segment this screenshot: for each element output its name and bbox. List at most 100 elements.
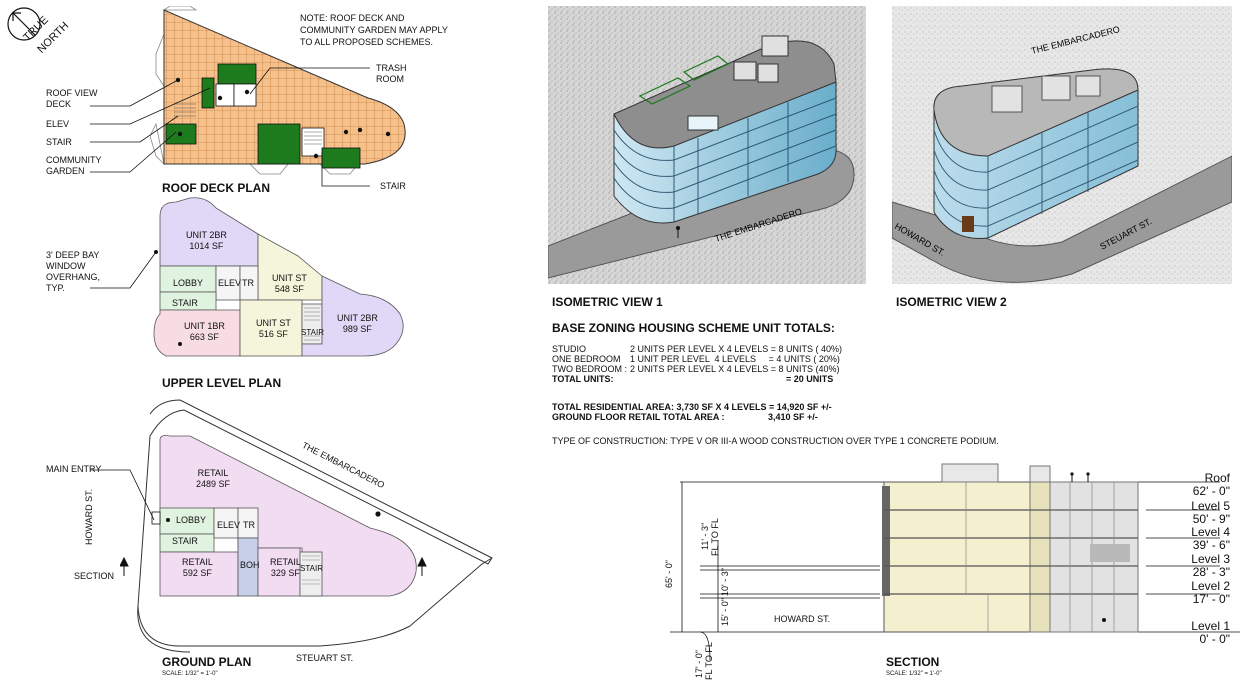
howard-street-label: HOWARD ST. (84, 488, 94, 545)
iso2-title: ISOMETRIC VIEW 2 (896, 295, 1007, 309)
upper-room-area: 1014 SF (189, 241, 224, 251)
residential-area: TOTAL RESIDENTIAL AREA: 3,730 SF X 4 LEV… (552, 402, 832, 412)
table-row: TOTAL UNITS: = 20 UNITS (552, 374, 842, 384)
ground-room-area: 329 SF (270, 568, 300, 578)
table-row: ONE BEDROOM 1 UNIT PER LEVEL 4 LEVELS = … (552, 354, 842, 364)
garden-label-2: GARDEN (46, 166, 85, 176)
roof-note-2: COMMUNITY GARDEN MAY APPLY (300, 25, 448, 35)
ground-plan-scale: SCALE: 1/32" = 1'-0" (162, 671, 218, 677)
trash-room-label-2: ROOM (376, 74, 404, 84)
ground-room-area: 592 SF (182, 568, 212, 578)
fl-to-fl-label: FL TO FL (710, 518, 720, 556)
roof-note-3: TO ALL PROPOSED SCHEMES. (300, 37, 434, 47)
level-elevation: 17' - 0" (1192, 592, 1230, 606)
trash-room-label-1: TRASH (376, 63, 407, 73)
ground-room-name: RETAIL (270, 557, 301, 567)
roof-stair-right-label: STAIR (380, 181, 406, 191)
level-name: Level 3 (1191, 552, 1230, 566)
ground-room-name: BOH (240, 560, 260, 570)
totals-table: STUDIO 2 UNITS PER LEVEL X 4 LEVELS = 8 … (552, 344, 842, 384)
section-drawing (670, 463, 1240, 661)
upper-room-area: 989 SF (342, 324, 372, 334)
upper-room-area: 516 SF (258, 329, 288, 339)
totals-label: ONE BEDROOM (552, 354, 621, 364)
level-elevation: 50' - 9" (1192, 512, 1230, 526)
ground-room-name: STAIR (300, 564, 323, 573)
iso1-title: ISOMETRIC VIEW 1 (552, 295, 663, 309)
iso1-render: THE EMBARCADERO (548, 6, 866, 284)
entry-leader (90, 469, 155, 521)
section-howard-label: HOWARD ST. (774, 614, 831, 624)
ground-room-name: STAIR (172, 536, 198, 546)
iso2-render: THE EMBARCADERO HOWARD ST. STEUART ST. (892, 6, 1232, 284)
upper-room-name: UNIT 2BR (337, 313, 378, 323)
roof-leaders (90, 67, 370, 187)
upper-room-name: UNIT 1BR (184, 321, 225, 331)
table-row: TWO BEDROOM : 2 UNITS PER LEVEL X 4 LEVE… (552, 364, 842, 374)
roof-deck-title: ROOF DECK PLAN (162, 181, 270, 195)
bay-label-2: WINDOW (46, 261, 86, 271)
totals-desc: 2 UNITS PER LEVEL X 4 LEVELS = 8 UNITS (… (630, 364, 840, 374)
upper-room-name: LOBBY (173, 278, 204, 288)
steuart-street-label: STEUART ST. (296, 653, 354, 663)
upper-room-name: STAIR (172, 298, 198, 308)
roof-elev-label: ELEV (46, 119, 70, 129)
upper-room-name: UNIT 2BR (186, 230, 227, 240)
level-elevation: 39' - 6" (1192, 538, 1230, 552)
dim-10-3: 10' - 3" (720, 568, 730, 596)
fl-to-fl-label-2: FL TO FL (704, 642, 714, 680)
upper-plan-drawing (153, 197, 404, 357)
level-elevation: 0' - 0" (1199, 632, 1230, 646)
ground-plan-drawing (120, 399, 493, 653)
main-entry-label: MAIN ENTRY (46, 464, 102, 474)
retail-area-label: GROUND FLOOR RETAIL TOTAL AREA : (552, 412, 725, 422)
bay-label-1: 3' DEEP BAY (46, 250, 100, 260)
table-row: STUDIO 2 UNITS PER LEVEL X 4 LEVELS = 8 … (552, 344, 842, 354)
totals-label: STUDIO (552, 344, 587, 354)
level-name: Roof (1204, 471, 1230, 485)
bay-leader (90, 251, 157, 289)
level-name: Level 1 (1191, 619, 1230, 633)
upper-room-area: 663 SF (189, 332, 219, 342)
ground-room-area: 2489 SF (196, 479, 231, 489)
upper-room-area: 548 SF (274, 284, 304, 294)
totals-desc: 1 UNIT PER LEVEL 4 LEVELS = 4 UNITS ( 20… (630, 354, 840, 364)
ground-room-name: LOBBY (176, 515, 207, 525)
upper-room-name: UNIT ST (256, 318, 291, 328)
upper-level-title: UPPER LEVEL PLAN (162, 376, 282, 390)
roof-deck-drawing (150, 6, 406, 175)
totals-label: TOTAL UNITS: (552, 374, 614, 384)
dim-15-0: 15' - 0" (720, 598, 730, 626)
roof-stair-label: STAIR (46, 137, 72, 147)
garden-label-1: COMMUNITY (46, 155, 102, 165)
upper-room-name: STAIR (301, 328, 324, 337)
totals-label: TWO BEDROOM : (552, 364, 627, 374)
level-elevation: 62' - 0" (1192, 484, 1230, 498)
bay-label-4: TYP. (46, 283, 65, 293)
ground-room-name: RETAIL (197, 468, 229, 478)
ground-room-name: ELEV (217, 520, 241, 530)
total-height-dim: 65' - 0" (664, 560, 674, 588)
retail-area-value: 3,410 SF +/- (768, 412, 818, 422)
level-name: Level 5 (1191, 499, 1230, 513)
ground-plan-title: GROUND PLAN (162, 655, 252, 669)
ground-room-name: TR (243, 520, 255, 530)
upper-room-name: TR (242, 278, 254, 288)
level-elevation: 28' - 3" (1192, 565, 1230, 579)
roof-view-label-2: DECK (46, 99, 72, 109)
totals-desc: 2 UNITS PER LEVEL X 4 LEVELS = 8 UNITS (… (630, 344, 843, 354)
upper-room-name: UNIT ST (272, 273, 307, 283)
bay-label-3: OVERHANG, (46, 272, 101, 282)
section-cut-label: SECTION (74, 571, 115, 581)
level-name: Level 4 (1191, 525, 1230, 539)
section-title: SECTION (886, 655, 940, 669)
section-scale: SCALE: 1/32" = 1'-0" (886, 671, 942, 677)
totals-desc: = 20 UNITS (786, 374, 834, 384)
totals-title: BASE ZONING HOUSING SCHEME UNIT TOTALS: (552, 321, 835, 335)
upper-room-name: ELEV (218, 278, 242, 288)
construction-type: TYPE OF CONSTRUCTION: TYPE V OR III-A WO… (552, 436, 999, 446)
roof-note-1: NOTE: ROOF DECK AND (300, 13, 405, 23)
north-arrow-icon (7, 7, 41, 41)
roof-view-label-1: ROOF VIEW (46, 88, 98, 98)
level-name: Level 2 (1191, 579, 1230, 593)
